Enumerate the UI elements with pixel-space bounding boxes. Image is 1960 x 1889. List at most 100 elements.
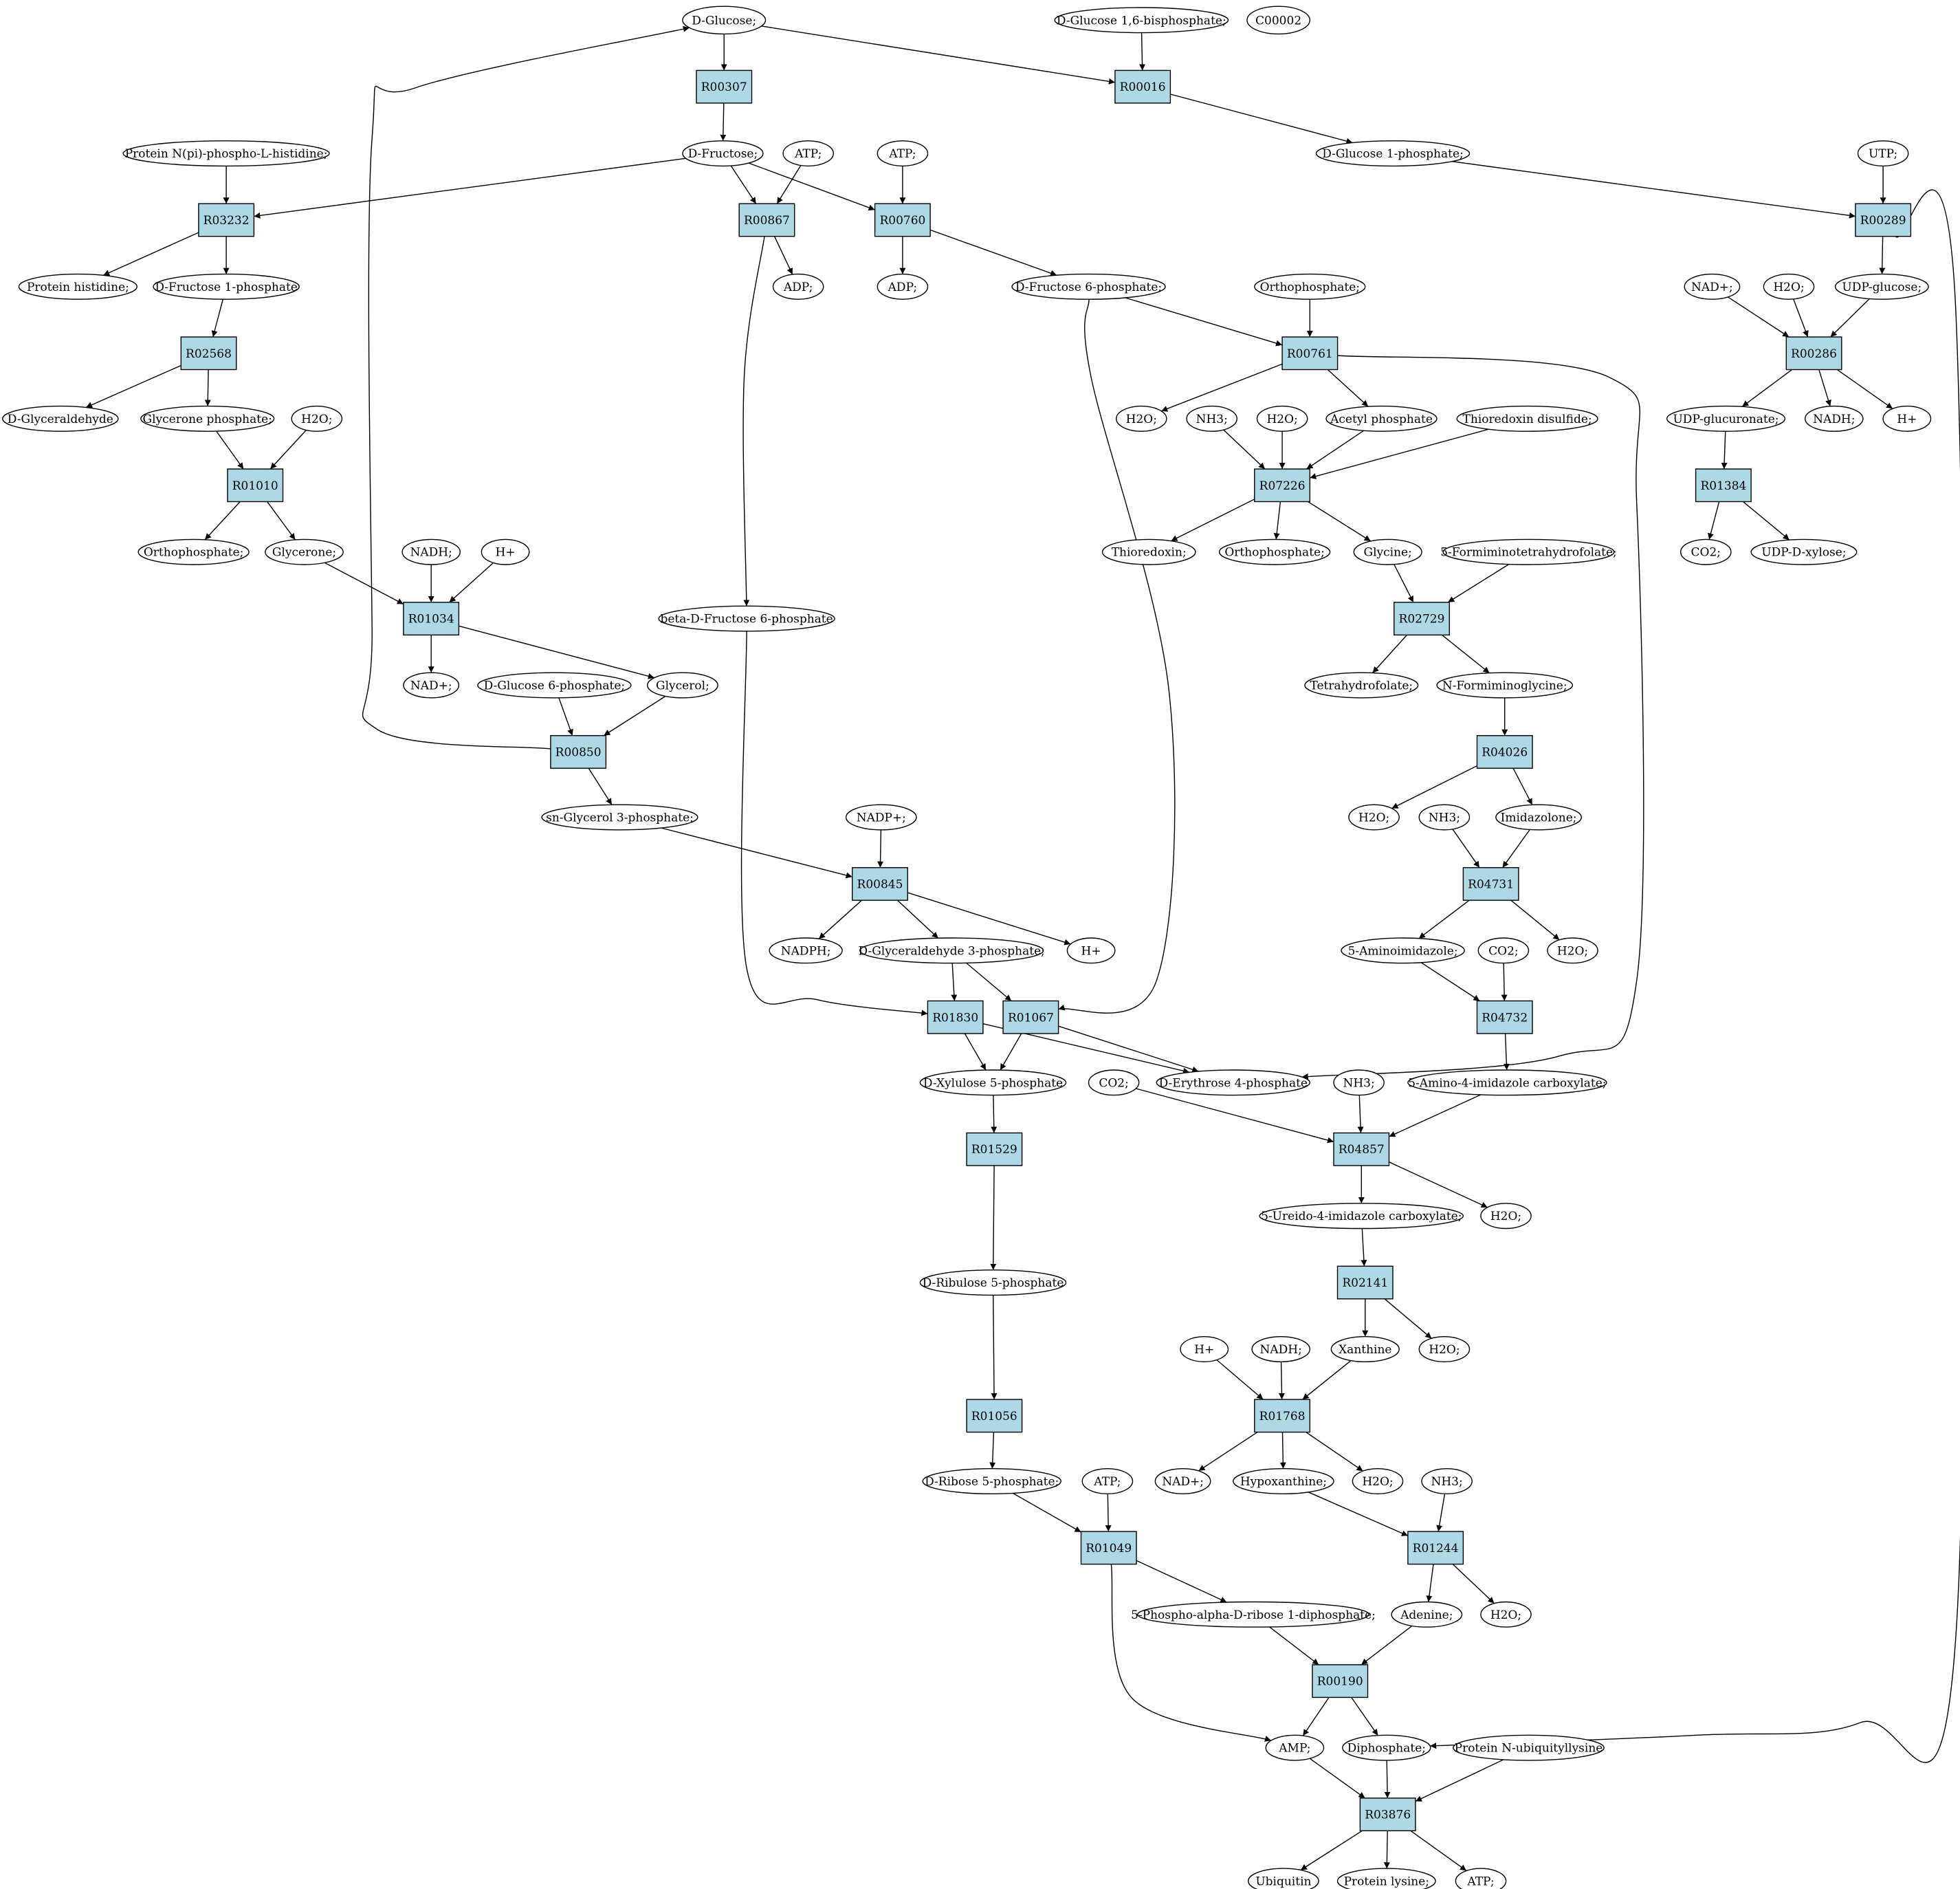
- compound-aic-node[interactable]: 5-Amino-4-imidazole carboxylate;: [1407, 1069, 1607, 1096]
- compound-ppi-node[interactable]: Diphosphate;: [1342, 1734, 1431, 1761]
- compound-prothis-node[interactable]: Protein histidine;: [18, 273, 138, 300]
- compound-atp3-node[interactable]: ATP;: [1081, 1467, 1134, 1494]
- reaction-r01056-node[interactable]: R01056: [966, 1399, 1023, 1433]
- compound-nadh3-node[interactable]: NADH;: [1251, 1335, 1310, 1362]
- compound-dglucose-node[interactable]: D-Glucose;: [682, 6, 767, 35]
- compound-h2o2-node[interactable]: H2O;: [291, 405, 343, 432]
- compound-udpxyl-node[interactable]: UDP-D-xylose;: [1750, 538, 1858, 565]
- compound-atp2-node[interactable]: ATP;: [877, 140, 929, 167]
- compound-udpglc-node[interactable]: UDP-glucose;: [1834, 273, 1929, 300]
- reaction-r00845-node[interactable]: R00845: [851, 866, 908, 901]
- compound-utp-node[interactable]: UTP;: [1857, 140, 1909, 167]
- compound-nh3a-node[interactable]: NH3;: [1186, 405, 1237, 432]
- reaction-r00760-node[interactable]: R00760: [874, 203, 931, 237]
- compound-hyp-node[interactable]: Hypoxanthine;: [1233, 1467, 1334, 1494]
- compound-ru5p-node[interactable]: D-Ribulose 5-phosphate: [919, 1269, 1067, 1296]
- reaction-r04026-node[interactable]: R04026: [1476, 734, 1533, 769]
- compound-ubq-node[interactable]: Ubiquitin: [1248, 1868, 1319, 1889]
- compound-co2b-node[interactable]: CO2;: [1477, 937, 1530, 964]
- reaction-r02141-node[interactable]: R02141: [1336, 1265, 1394, 1300]
- compound-h2o6-node[interactable]: H2O;: [1547, 937, 1598, 964]
- reaction-r00289-node[interactable]: R00289: [1855, 203, 1912, 237]
- reaction-r04731-node[interactable]: R04731: [1462, 866, 1519, 901]
- compound-bf6p-node[interactable]: beta-D-Fructose 6-phosphate: [658, 605, 835, 632]
- compound-hp3-node[interactable]: H+: [1066, 937, 1116, 964]
- reaction-r00286-node[interactable]: R00286: [1785, 336, 1842, 371]
- compound-g6p-node[interactable]: D-Glucose 6-phosphate;: [477, 672, 632, 699]
- reaction-r03232-node[interactable]: R03232: [198, 203, 255, 237]
- compound-ade-node[interactable]: Adenine;: [1391, 1601, 1463, 1628]
- compound-pnul-node[interactable]: Protein N-ubiquityllysine: [1453, 1734, 1605, 1761]
- compound-aimid-node[interactable]: 5-Aminoimidazole;: [1341, 937, 1465, 964]
- compound-pi1-node[interactable]: Orthophosphate;: [1254, 273, 1366, 300]
- reaction-r00867-node[interactable]: R00867: [738, 203, 795, 237]
- compound-trxds-node[interactable]: Thioredoxin disulfide;: [1456, 405, 1598, 432]
- compound-trx-node[interactable]: Thioredoxin;: [1101, 538, 1196, 565]
- compound-glyc-node[interactable]: Glycerone;: [265, 538, 344, 565]
- reaction-r01768-node[interactable]: R01768: [1254, 1399, 1311, 1433]
- compound-hp4-node[interactable]: H+: [1180, 1335, 1229, 1362]
- compound-h2o3-node[interactable]: H2O;: [1116, 405, 1167, 432]
- compound-h2o5-node[interactable]: H2O;: [1348, 804, 1400, 831]
- compound-uic-node[interactable]: 5-Ureido-4-imidazole carboxylate;: [1259, 1203, 1464, 1230]
- reaction-r01067-node[interactable]: R01067: [1002, 1000, 1059, 1034]
- reaction-r04732-node[interactable]: R04732: [1476, 1000, 1533, 1034]
- reaction-r02568-node[interactable]: R02568: [180, 336, 237, 371]
- reaction-r07226-node[interactable]: R07226: [1254, 468, 1311, 503]
- reaction-r00190-node[interactable]: R00190: [1312, 1664, 1369, 1699]
- reaction-r01244-node[interactable]: R01244: [1407, 1531, 1464, 1565]
- compound-c00002-node[interactable]: C00002: [1246, 6, 1311, 35]
- compound-h2o7-node[interactable]: H2O;: [1480, 1203, 1532, 1230]
- compound-fthf-node[interactable]: 5-Formiminotetrahydrofolate;: [1440, 538, 1617, 565]
- compound-pi3-node[interactable]: Orthophosphate;: [1218, 538, 1331, 565]
- compound-nad3-node[interactable]: NAD+;: [1154, 1467, 1211, 1494]
- compound-acp-node[interactable]: Acetyl phosphate: [1325, 405, 1438, 432]
- compound-f6p-node[interactable]: D-Fructose 6-phosphate;: [1011, 273, 1166, 300]
- compound-g16bp-node[interactable]: D-Glucose 1,6-bisphosphate;: [1054, 7, 1229, 34]
- compound-thf-node[interactable]: Tetrahydrofolate;: [1304, 672, 1419, 699]
- compound-xan-node[interactable]: Xanthine: [1330, 1335, 1400, 1362]
- compound-gap-node[interactable]: D-Glyceraldehyde 3-phosphate;: [859, 937, 1045, 964]
- compound-nh3d-node[interactable]: NH3;: [1421, 1467, 1473, 1494]
- reaction-r00016-node[interactable]: R00016: [1114, 69, 1171, 104]
- compound-dgla-node[interactable]: D-Glyceraldehyde: [2, 405, 119, 432]
- compound-imid-node[interactable]: Imidazolone;: [1495, 804, 1583, 831]
- reaction-r01034-node[interactable]: R01034: [403, 602, 460, 636]
- reaction-r00307-node[interactable]: R00307: [696, 69, 753, 104]
- compound-amp-node[interactable]: AMP;: [1265, 1734, 1325, 1761]
- compound-nadh1-node[interactable]: NADH;: [1804, 405, 1864, 432]
- reaction-r02729-node[interactable]: R02729: [1394, 602, 1451, 636]
- reaction-r01830-node[interactable]: R01830: [927, 1000, 984, 1034]
- compound-e4p-node[interactable]: D-Erythrose 4-phosphate: [1156, 1069, 1311, 1096]
- reaction-r00850-node[interactable]: R00850: [550, 734, 607, 769]
- compound-plys-node[interactable]: Protein lysine;: [1336, 1868, 1436, 1889]
- compound-xu5p-node[interactable]: D-Xylulose 5-phosphate: [919, 1069, 1067, 1096]
- compound-co2a-node[interactable]: CO2;: [1680, 538, 1732, 565]
- compound-g3p-node[interactable]: sn-Glycerol 3-phosphate;: [541, 804, 698, 831]
- compound-h2o8-node[interactable]: H2O;: [1418, 1335, 1471, 1362]
- reaction-r03876-node[interactable]: R03876: [1359, 1798, 1416, 1832]
- reaction-r01529-node[interactable]: R01529: [966, 1132, 1023, 1166]
- reaction-r01010-node[interactable]: R01010: [227, 468, 284, 503]
- compound-f1p-node[interactable]: D-Fructose 1-phosphate: [153, 273, 300, 300]
- compound-glyp-node[interactable]: Glycerone phosphate;: [140, 405, 275, 432]
- compound-atp1-node[interactable]: ATP;: [782, 140, 834, 167]
- compound-h2o4-node[interactable]: H2O;: [1256, 405, 1308, 432]
- reaction-r04857-node[interactable]: R04857: [1333, 1132, 1390, 1166]
- compound-pnpih-node[interactable]: Protein N(pi)-phospho-L-histidine;: [122, 140, 330, 167]
- reaction-r01384-node[interactable]: R01384: [1695, 468, 1752, 503]
- compound-nh3c-node[interactable]: NH3;: [1333, 1069, 1385, 1096]
- compound-nadh2-node[interactable]: NADH;: [401, 538, 461, 565]
- reaction-r01049-node[interactable]: R01049: [1080, 1531, 1137, 1565]
- compound-adp2-node[interactable]: ADP;: [877, 273, 929, 300]
- compound-g1p-node[interactable]: D-Glucose 1-phosphate;: [1315, 140, 1471, 167]
- compound-nadpplus-node[interactable]: NADP+;: [845, 804, 917, 831]
- compound-co2c-node[interactable]: CO2;: [1088, 1069, 1140, 1096]
- compound-prpp-node[interactable]: 5-Phospho-alpha-D-ribose 1-diphosphate;: [1131, 1601, 1376, 1628]
- compound-h2o10-node[interactable]: H2O;: [1480, 1601, 1532, 1628]
- compound-nadph-node[interactable]: NADPH;: [769, 937, 843, 964]
- compound-nadp1-node[interactable]: NAD+;: [1684, 273, 1741, 300]
- compound-nh3b-node[interactable]: NH3;: [1418, 804, 1471, 831]
- compound-atp4-node[interactable]: ATP;: [1455, 1868, 1507, 1889]
- compound-hp1-node[interactable]: H+: [1882, 405, 1932, 432]
